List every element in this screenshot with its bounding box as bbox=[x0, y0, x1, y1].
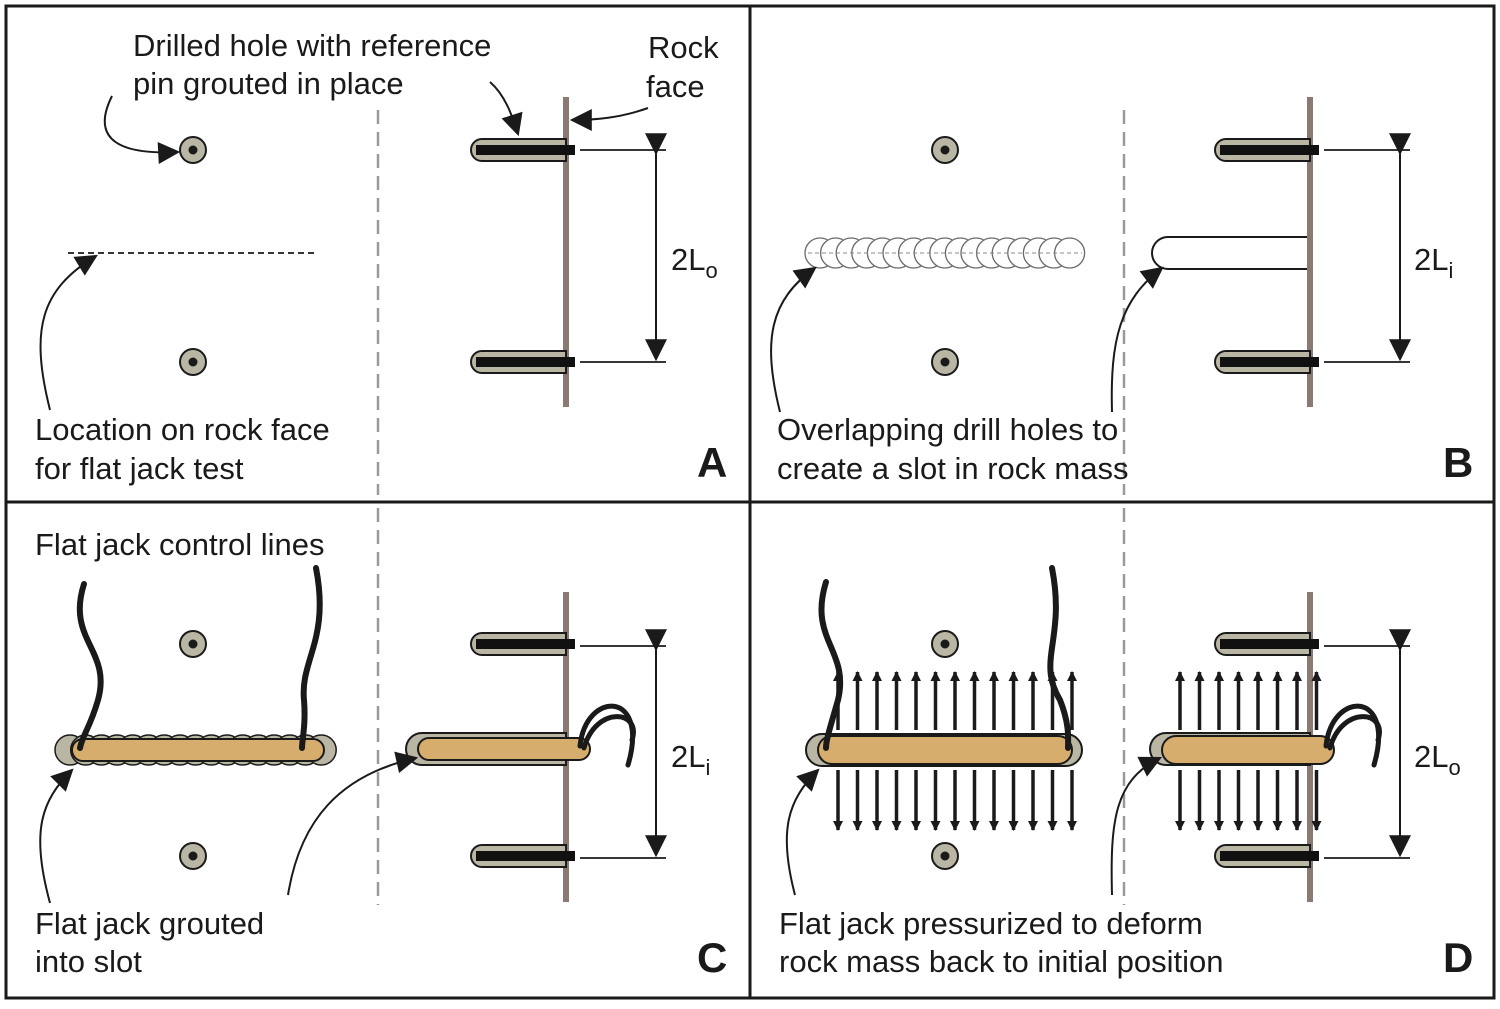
leader-arrow bbox=[39, 768, 74, 904]
label-reference-pin-line2: pin grouted in place bbox=[133, 66, 404, 101]
plan-section-dividers bbox=[376, 110, 1126, 905]
reference-pin-bottom-icon bbox=[179, 842, 207, 870]
panel-d: 2Lo Flat jack pressurized to deform rock… bbox=[779, 565, 1473, 981]
leader-arrow bbox=[770, 266, 817, 413]
reference-pin-top-icon bbox=[179, 630, 207, 658]
pressure-arrows-section bbox=[1175, 671, 1322, 831]
dimension-label: 2Li bbox=[1414, 242, 1453, 283]
panel-b: 2Li Overlapping drill holes to create a … bbox=[770, 97, 1473, 486]
control-line bbox=[1047, 565, 1072, 751]
flat-jack-section bbox=[1161, 735, 1335, 765]
label-pressurized-line1: Flat jack pressurized to deform bbox=[779, 906, 1203, 941]
label-location-line2: for flat jack test bbox=[35, 451, 244, 486]
pin-section-top-icon bbox=[470, 632, 575, 656]
panel-a: 2Lo Drilled hole with reference pin grou… bbox=[35, 28, 727, 486]
pressure-arrows-plan bbox=[833, 671, 1077, 831]
label-grouted-line2: into slot bbox=[35, 944, 142, 979]
leader-arrow bbox=[103, 95, 181, 165]
frame bbox=[4, 4, 1496, 1000]
control-line-loop bbox=[1327, 714, 1382, 751]
pin-section-bottom-icon bbox=[470, 844, 575, 868]
flat-jack-plan bbox=[817, 735, 1073, 765]
dimension-label: 2Lo bbox=[671, 242, 718, 283]
label-reference-pin-line1: Drilled hole with reference bbox=[133, 28, 491, 63]
leader-arrow bbox=[39, 254, 98, 411]
dimension-label: 2Lo bbox=[1414, 739, 1461, 780]
control-line bbox=[818, 579, 844, 751]
label-drill-holes-line1: Overlapping drill holes to bbox=[777, 412, 1118, 447]
panel-letter-a: A bbox=[697, 439, 727, 486]
label-pressurized-line2: rock mass back to initial position bbox=[779, 944, 1224, 979]
label-location-line1: Location on rock face bbox=[35, 412, 330, 447]
panel-letter-b: B bbox=[1443, 439, 1473, 486]
leader-arrow bbox=[569, 107, 649, 131]
pin-section-bottom-icon bbox=[470, 350, 575, 374]
dimension-label: 2Li bbox=[671, 739, 710, 780]
label-drill-holes-line2: create a slot in rock mass bbox=[777, 451, 1128, 486]
pin-section-top-icon bbox=[1214, 138, 1319, 162]
reference-pin-bottom-icon bbox=[931, 348, 959, 376]
control-line bbox=[299, 565, 323, 751]
leader-arrow bbox=[1110, 756, 1162, 896]
leader-arrow bbox=[785, 768, 820, 896]
flat-jack-plan bbox=[71, 738, 325, 762]
control-line-loop bbox=[581, 714, 636, 751]
label-rock-face-line1: Rock bbox=[648, 30, 719, 65]
pin-section-top-icon bbox=[1214, 632, 1319, 656]
reference-pin-top-icon bbox=[931, 136, 959, 164]
pin-section-top-icon bbox=[470, 138, 575, 162]
reference-pin-top-icon bbox=[931, 630, 959, 658]
flat-jack-section bbox=[417, 737, 591, 761]
reference-pin-bottom-icon bbox=[931, 842, 959, 870]
reference-pin-bottom-icon bbox=[179, 348, 207, 376]
leader-arrow bbox=[287, 751, 419, 896]
leader-arrow bbox=[489, 81, 523, 137]
leader-arrow bbox=[1110, 266, 1164, 413]
label-control-lines: Flat jack control lines bbox=[35, 527, 324, 562]
panel-c: 2Li Flat jack control lines Flat jack gr… bbox=[35, 527, 727, 981]
label-rock-face-line2: face bbox=[646, 69, 705, 104]
panel-letter-c: C bbox=[697, 934, 727, 981]
pin-section-bottom-icon bbox=[1214, 844, 1319, 868]
label-grouted-line1: Flat jack grouted bbox=[35, 906, 264, 941]
pin-section-bottom-icon bbox=[1214, 350, 1319, 374]
slot-section bbox=[1151, 236, 1307, 270]
control-line bbox=[76, 581, 104, 751]
panel-letter-d: D bbox=[1443, 934, 1473, 981]
overlapping-drill-holes bbox=[804, 237, 1086, 269]
reference-pin-top-icon bbox=[179, 136, 207, 164]
